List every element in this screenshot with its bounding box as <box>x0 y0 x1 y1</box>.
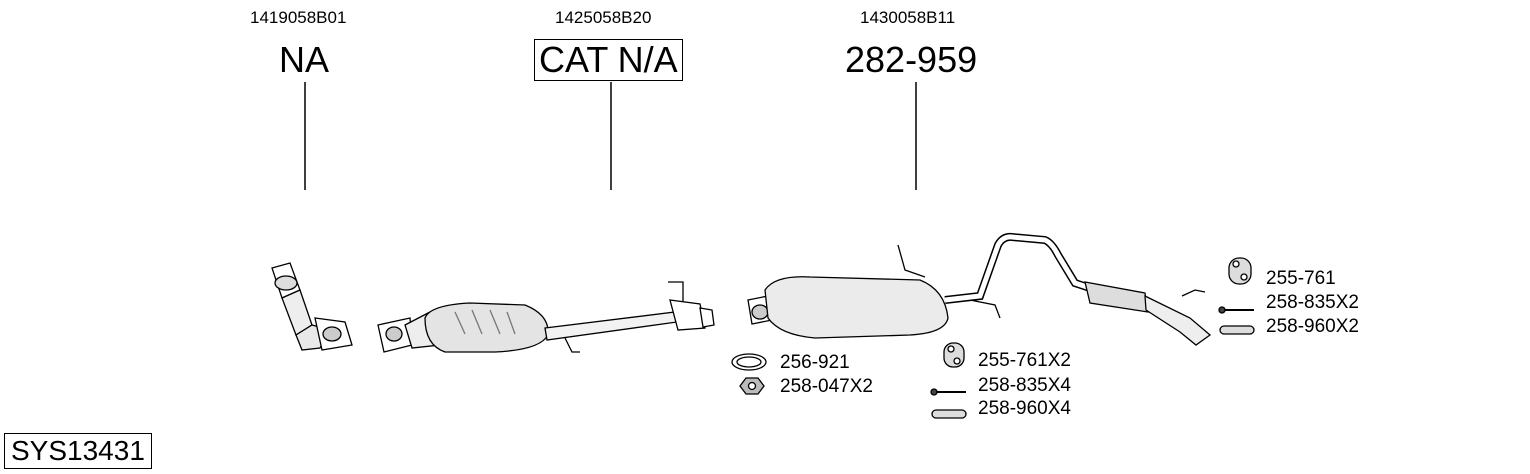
oe-number-catalyst: 1425058B20 <box>555 8 652 27</box>
system-code: SYS13431 <box>4 433 152 469</box>
clamp-front-label[interactable]: 258-960X4 <box>978 398 1071 419</box>
oe-number-rear-silencer: 1430058B11 <box>860 8 956 27</box>
catalyst-drawing <box>377 281 715 353</box>
clamp-rear-label[interactable]: 258-960X2 <box>1266 316 1359 337</box>
clamp-icon-front <box>931 409 967 419</box>
bolt-rear-label[interactable]: 258-835X2 <box>1266 292 1359 313</box>
bolt-front-label[interactable]: 258-835X4 <box>978 375 1071 396</box>
rubber-mount-front-label[interactable]: 255-761X2 <box>978 350 1071 371</box>
clamp-icon-rear <box>1219 325 1255 335</box>
rubber-mount-icon-rear <box>1228 257 1252 285</box>
rubber-mount-rear-label[interactable]: 255-761 <box>1266 268 1336 289</box>
rubber-mount-icon-front <box>943 342 965 368</box>
part-number-downpipe[interactable]: NA <box>279 39 330 80</box>
downpipe-drawing <box>271 262 353 351</box>
rear-silencer-drawing <box>747 232 1212 346</box>
nut-label[interactable]: 258-047X2 <box>780 376 873 397</box>
part-number-rear-silencer[interactable]: 282-959 <box>845 39 978 80</box>
gasket-label[interactable]: 256-921 <box>780 352 850 373</box>
bolt-icon-front <box>930 388 966 396</box>
oe-number-downpipe: 1419058B01 <box>250 8 347 27</box>
bolt-icon-rear <box>1218 306 1254 314</box>
part-number-catalyst[interactable]: CAT N/A <box>534 39 683 81</box>
